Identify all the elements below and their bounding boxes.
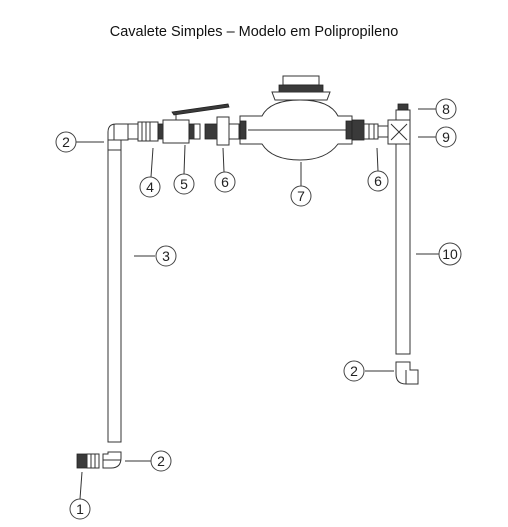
callout-4-label: 4 [146,179,154,195]
callout-9: 9 [435,126,457,148]
left-meter-connector [204,116,240,146]
diagram-title: Cavalete Simples – Modelo em Polipropile… [109,24,399,40]
check-valve [377,119,411,145]
callout-10: 10 [438,242,462,266]
callout-1: 1 [69,498,91,520]
callout-8-label: 8 [442,101,450,117]
callout-2-top-left-label: 2 [62,134,70,150]
callout-7-label: 7 [297,188,305,204]
bottom-union-nut [76,453,100,469]
left-vertical-pipe [107,149,122,443]
bottom-right-elbow [395,361,419,385]
leader-lines [76,108,439,500]
callout-5: 5 [173,173,195,195]
callout-6-right-label: 6 [374,173,382,189]
callout-3: 3 [155,245,177,267]
callout-7: 7 [290,185,312,207]
callout-2-bottom-left: 2 [150,450,172,472]
callout-8: 8 [435,98,457,120]
callout-2-top-left: 2 [55,131,77,153]
top-plug [395,103,411,121]
ball-valve [149,103,230,144]
callout-4: 4 [139,176,161,198]
callout-1-label: 1 [76,501,84,517]
union-nut [127,121,151,142]
callout-6-left-label: 6 [221,174,229,190]
callout-2-bottom-left-label: 2 [157,453,165,469]
callout-10-label: 10 [442,246,458,262]
callout-9-label: 9 [442,129,450,145]
bottom-left-elbow [102,451,122,469]
right-vertical-pipe [395,143,411,355]
callout-3-label: 3 [162,248,170,264]
callout-5-label: 5 [180,176,188,192]
callout-2-bottom-right: 2 [343,360,365,382]
callout-6-right: 6 [367,170,389,192]
right-meter-connector [351,119,379,141]
water-meter [239,75,353,161]
callout-6-left: 6 [214,171,236,193]
top-left-elbow [107,123,129,151]
callout-2-bottom-right-label: 2 [350,363,358,379]
